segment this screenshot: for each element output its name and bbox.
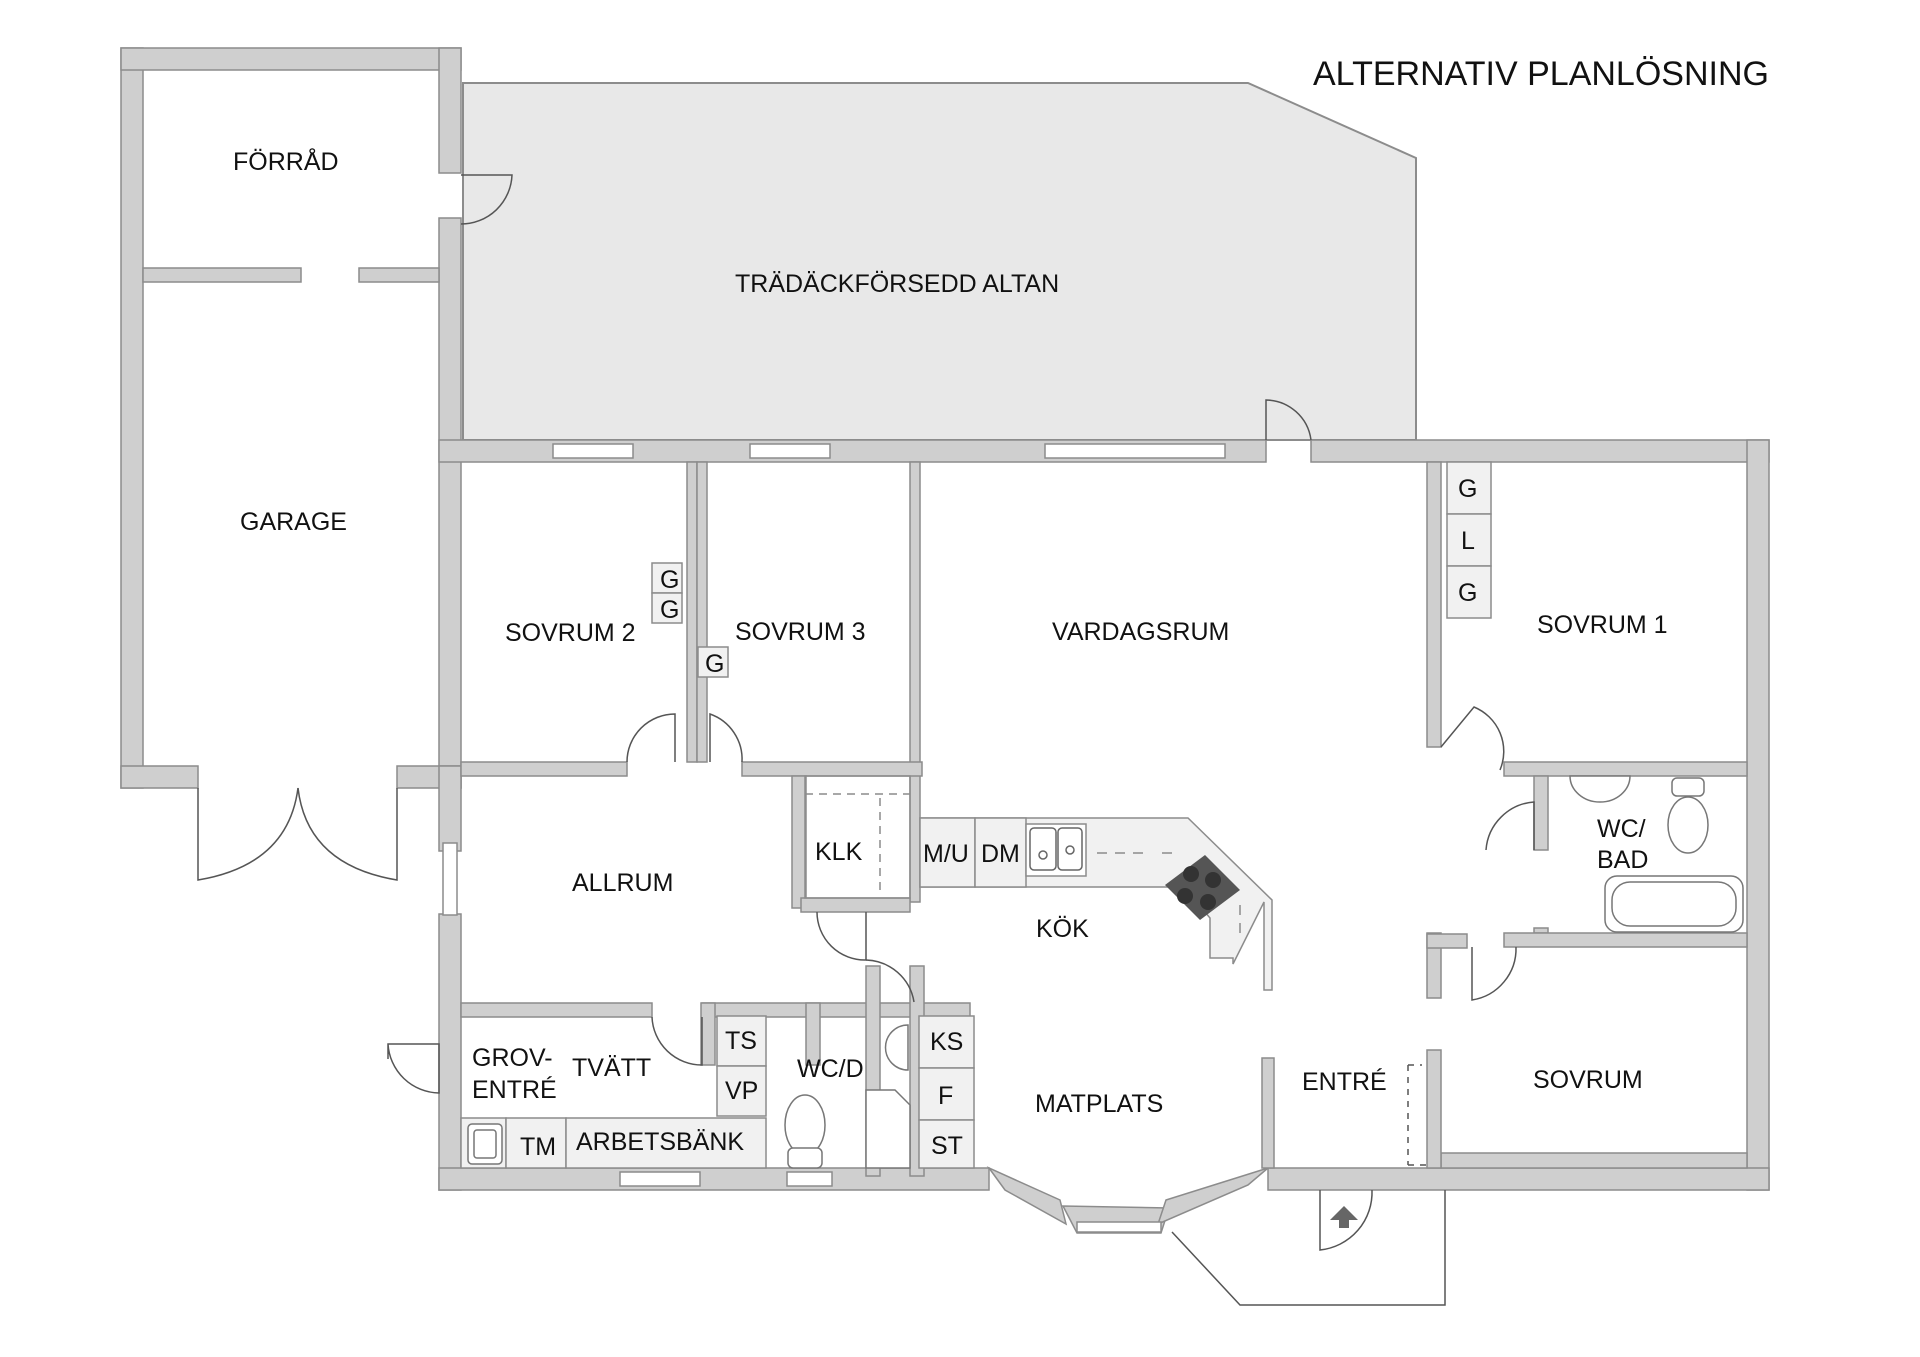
fixture-label-tm: TM [520, 1133, 556, 1161]
stove-icon [1165, 855, 1240, 920]
room-label-grov-2: ENTRÉ [472, 1075, 557, 1104]
room-label-allrum: ALLRUM [572, 869, 673, 897]
fixture-labels: G G G G L G M/U DM TS VP TM ARBETSBÄNK K… [520, 475, 1477, 1161]
deck-area [462, 82, 1417, 441]
room-label-kok: KÖK [1036, 915, 1089, 943]
plan-title: ALTERNATIV PLANLÖSNING [1313, 55, 1769, 93]
room-label-sovrum-2: SOVRUM 2 [505, 619, 636, 647]
fixture-label-l: L [1461, 527, 1475, 555]
room-label-forrad: FÖRRÅD [233, 146, 339, 176]
window [552, 443, 634, 459]
room-label-entre: ENTRÉ [1302, 1067, 1387, 1096]
room-label-wc-d: WC/D [797, 1055, 864, 1083]
window [442, 842, 458, 916]
window [619, 1171, 701, 1187]
fixture-label-ts: TS [725, 1027, 757, 1055]
room-label-tvatt: TVÄTT [572, 1054, 651, 1082]
toilet-icon [784, 1094, 826, 1156]
cabinets [460, 461, 1492, 1169]
room-label-klk: KLK [815, 838, 863, 866]
fixture-label-g: G [705, 650, 724, 678]
fixture-label-ks: KS [930, 1028, 963, 1056]
room-label-vardagsrum: VARDAGSRUM [1052, 618, 1229, 646]
bath-fixtures [467, 775, 1744, 1169]
fixture-label-st: ST [931, 1132, 963, 1160]
fixture-label-g: G [660, 566, 679, 594]
room-labels: FÖRRÅD GARAGE TRÄDÄCKFÖRSEDD ALTAN SOVRU… [233, 146, 1668, 1118]
room-label-matplats: MATPLATS [1035, 1090, 1163, 1118]
room-label-sovrum-1: SOVRUM 1 [1537, 611, 1668, 639]
fixture-label-vp: VP [725, 1077, 758, 1105]
fixture-label-f: F [938, 1082, 953, 1110]
room-label-sovrum: SOVRUM [1533, 1066, 1643, 1094]
fixture-label-arbetsbank: ARBETSBÄNK [576, 1128, 744, 1156]
fixture-label-mu: M/U [923, 840, 969, 868]
room-label-wc-bad-1: WC/ [1597, 815, 1646, 843]
window [749, 443, 831, 459]
room-label-wc-bad-2: BAD [1597, 846, 1648, 874]
window [786, 1171, 833, 1187]
room-label-sovrum-3: SOVRUM 3 [735, 618, 866, 646]
shower-icon [865, 1089, 911, 1169]
washbasin-icon [884, 1024, 909, 1071]
window [1044, 443, 1226, 459]
window [1076, 1221, 1162, 1233]
walls [120, 47, 1770, 1234]
fixture-label-dm: DM [981, 840, 1020, 868]
room-label-garage: GARAGE [240, 508, 347, 536]
room-label-altan: TRÄDÄCKFÖRSEDD ALTAN [735, 270, 1059, 298]
windows [442, 443, 1226, 1233]
washbasin-icon [1569, 775, 1631, 803]
fixture-label-g: G [1458, 579, 1477, 607]
room-label-grov-1: GROV- [472, 1044, 553, 1072]
doors [197, 174, 1535, 1306]
fixture-label-g: G [1458, 475, 1477, 503]
entrance-arrow-icon [1330, 1206, 1358, 1228]
fixture-label-g: G [660, 596, 679, 624]
kitchen-sink-icon [1029, 827, 1083, 871]
toilet-icon [1667, 796, 1709, 854]
